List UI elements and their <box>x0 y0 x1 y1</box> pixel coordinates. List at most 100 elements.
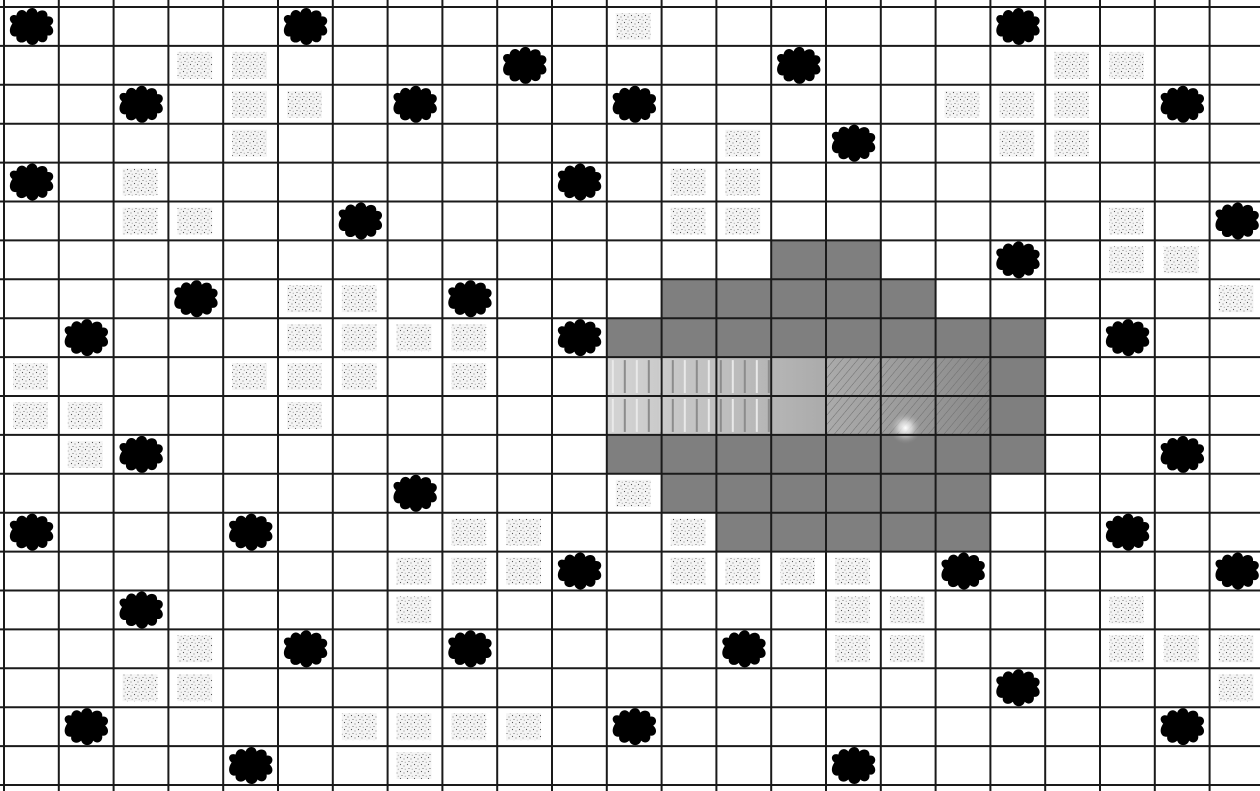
blob-piece[interactable] <box>613 708 656 745</box>
shaded-cell[interactable] <box>771 279 826 318</box>
stipple-cell[interactable] <box>945 91 980 118</box>
blob-piece[interactable] <box>941 553 984 590</box>
blob-piece[interactable] <box>10 8 53 45</box>
stipple-cell[interactable] <box>890 597 925 624</box>
stipple-cell[interactable] <box>671 519 706 546</box>
stipple-cell[interactable] <box>451 363 486 390</box>
shaded-cell[interactable] <box>662 279 717 318</box>
stipple-cell[interactable] <box>177 52 212 79</box>
shaded-cell[interactable] <box>771 318 826 357</box>
stipple-cell[interactable] <box>397 713 432 740</box>
blob-piece[interactable] <box>174 280 217 317</box>
stipple-cell[interactable] <box>616 13 651 40</box>
stipple-cell[interactable] <box>397 597 432 624</box>
shaded-cell[interactable] <box>826 474 881 513</box>
shaded-cell[interactable] <box>936 435 991 474</box>
shaded-cell[interactable] <box>826 318 881 357</box>
stipple-cell[interactable] <box>1054 52 1089 79</box>
shaded-cell[interactable] <box>607 435 662 474</box>
blob-piece[interactable] <box>229 514 272 551</box>
stipple-cell[interactable] <box>725 130 760 157</box>
shaded-cell[interactable] <box>826 513 881 552</box>
blob-piece[interactable] <box>996 669 1039 706</box>
stipple-cell[interactable] <box>1109 246 1144 273</box>
stipple-cell[interactable] <box>725 558 760 585</box>
stipple-cell[interactable] <box>1164 246 1199 273</box>
stipple-cell[interactable] <box>342 363 377 390</box>
blob-piece[interactable] <box>832 125 875 162</box>
shaded-cell[interactable] <box>990 357 1045 396</box>
shaded-cell[interactable] <box>990 396 1045 435</box>
blob-piece[interactable] <box>1215 202 1258 239</box>
blob-piece[interactable] <box>1106 319 1149 356</box>
blob-piece[interactable] <box>65 319 108 356</box>
stipple-cell[interactable] <box>13 402 48 429</box>
stipple-cell[interactable] <box>397 324 432 351</box>
blob-piece[interactable] <box>832 747 875 784</box>
stipple-cell[interactable] <box>616 480 651 507</box>
blob-piece[interactable] <box>777 47 820 84</box>
shaded-cell[interactable] <box>607 318 662 357</box>
blob-piece[interactable] <box>339 202 382 239</box>
stipple-cell[interactable] <box>999 130 1034 157</box>
stipple-cell[interactable] <box>1109 52 1144 79</box>
blob-piece[interactable] <box>996 8 1039 45</box>
stipple-cell[interactable] <box>232 363 267 390</box>
shaded-cell[interactable] <box>881 513 936 552</box>
stipple-cell[interactable] <box>1109 635 1144 662</box>
stipple-cell[interactable] <box>123 674 158 701</box>
blob-piece[interactable] <box>558 164 601 201</box>
shaded-cell[interactable] <box>662 474 717 513</box>
stipple-cell[interactable] <box>1219 674 1254 701</box>
stipple-cell[interactable] <box>725 208 760 235</box>
stipple-cell[interactable] <box>671 208 706 235</box>
blob-piece[interactable] <box>448 630 491 667</box>
shaded-cell[interactable] <box>716 474 771 513</box>
blob-piece[interactable] <box>10 164 53 201</box>
stipple-cell[interactable] <box>1109 597 1144 624</box>
stipple-cell[interactable] <box>177 635 212 662</box>
stipple-cell[interactable] <box>506 713 541 740</box>
blob-piece[interactable] <box>1161 708 1204 745</box>
stipple-cell[interactable] <box>342 713 377 740</box>
stipple-cell[interactable] <box>68 402 103 429</box>
blob-piece[interactable] <box>1215 553 1258 590</box>
shaded-cell[interactable] <box>662 318 717 357</box>
stipple-cell[interactable] <box>1219 635 1254 662</box>
stipple-cell[interactable] <box>890 635 925 662</box>
shaded-cell[interactable] <box>771 474 826 513</box>
stipple-cell[interactable] <box>671 169 706 196</box>
blob-piece[interactable] <box>393 475 436 512</box>
shaded-cell[interactable] <box>826 279 881 318</box>
shaded-cell[interactable] <box>936 474 991 513</box>
stipple-cell[interactable] <box>287 402 322 429</box>
stipple-cell[interactable] <box>451 558 486 585</box>
stipple-cell[interactable] <box>232 52 267 79</box>
stipple-cell[interactable] <box>397 558 432 585</box>
stipple-cell[interactable] <box>232 130 267 157</box>
stipple-cell[interactable] <box>780 558 815 585</box>
stipple-cell[interactable] <box>123 169 158 196</box>
stipple-cell[interactable] <box>177 208 212 235</box>
stipple-cell[interactable] <box>123 208 158 235</box>
stipple-cell[interactable] <box>287 91 322 118</box>
shaded-cell[interactable] <box>881 318 936 357</box>
stipple-cell[interactable] <box>177 674 212 701</box>
shaded-cell[interactable] <box>771 435 826 474</box>
shaded-cell[interactable] <box>936 513 991 552</box>
stipple-cell[interactable] <box>1164 635 1199 662</box>
stipple-cell[interactable] <box>342 285 377 312</box>
stipple-cell[interactable] <box>232 91 267 118</box>
stipple-cell[interactable] <box>1219 285 1254 312</box>
blob-piece[interactable] <box>558 319 601 356</box>
stipple-cell[interactable] <box>287 285 322 312</box>
stipple-cell[interactable] <box>13 363 48 390</box>
blob-piece[interactable] <box>284 8 327 45</box>
shaded-cell[interactable] <box>771 513 826 552</box>
blob-piece[interactable] <box>722 630 765 667</box>
blob-piece[interactable] <box>284 630 327 667</box>
shaded-cell[interactable] <box>716 513 771 552</box>
stipple-cell[interactable] <box>1054 130 1089 157</box>
shaded-cell[interactable] <box>826 435 881 474</box>
stipple-cell[interactable] <box>451 713 486 740</box>
